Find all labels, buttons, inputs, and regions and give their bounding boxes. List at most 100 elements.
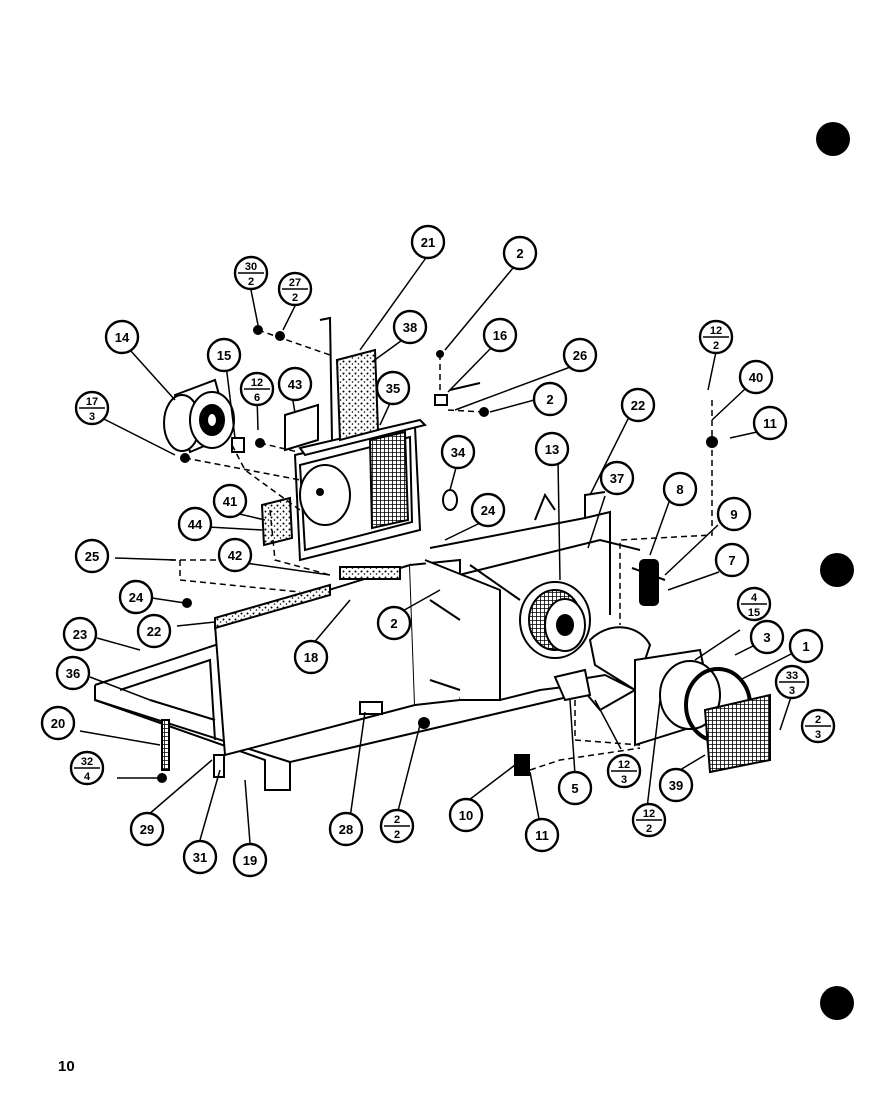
callout-label: 13 [545, 442, 559, 457]
callout-top-label: 12 [710, 325, 722, 337]
callout-19: 19 [232, 842, 268, 878]
callout-bottom-label: 2 [646, 823, 652, 835]
callout-22b: 22 [136, 613, 172, 649]
callout-14: 14 [104, 319, 140, 355]
callout-circle [74, 538, 110, 574]
callout-circle [376, 605, 412, 641]
callout-label: 10 [459, 808, 473, 823]
callout-circle [658, 767, 694, 803]
callout-circle [177, 506, 213, 542]
callout-circle [448, 797, 484, 833]
callout-10: 10 [448, 797, 484, 833]
callout-label: 21 [421, 235, 435, 250]
callout-label: 39 [669, 778, 683, 793]
punch-hole-middle [820, 553, 854, 587]
callout-bottom-label: 2 [292, 292, 298, 304]
callout-label: 7 [728, 553, 735, 568]
callout-3: 3 [749, 619, 785, 655]
callout-top-label: 12 [251, 377, 263, 389]
callout-top-label: 4 [751, 592, 758, 604]
callout-label: 34 [451, 445, 466, 460]
callout-bottom-label: 15 [748, 607, 760, 619]
callout-29: 29 [129, 811, 165, 847]
callout-label: 5 [571, 781, 578, 796]
blower-housing [573, 626, 721, 747]
callout-bottom-label: 2 [713, 340, 719, 352]
callout-bottom-label: 2 [394, 829, 400, 841]
callout-circle [217, 537, 253, 573]
callout-circle [182, 839, 218, 875]
callout-2-3: 23 [800, 708, 836, 744]
callout-label: 18 [304, 650, 318, 665]
partition-panel [213, 558, 501, 757]
callout-label: 3 [763, 630, 770, 645]
callout-12-2a: 122 [698, 319, 734, 355]
callout-28: 28 [328, 811, 364, 847]
callout-label: 20 [51, 716, 65, 731]
callout-circle [232, 842, 268, 878]
callout-circle [749, 619, 785, 655]
leader-lines [79, 254, 796, 844]
callout-27-2: 272 [277, 271, 313, 307]
assembly-guide-lines [170, 329, 713, 771]
callout-31: 31 [182, 839, 218, 875]
callout-circle [532, 381, 568, 417]
callout-top-label: 27 [289, 277, 301, 289]
callout-circle [129, 811, 165, 847]
callout-33-3: 333 [774, 664, 810, 700]
callout-circle [206, 337, 242, 373]
callout-bottom-label: 6 [254, 392, 260, 404]
air-filter [319, 316, 380, 442]
callout-label: 25 [85, 549, 99, 564]
callout-circle [482, 317, 518, 353]
callout-bottom-label: 3 [89, 411, 95, 423]
callout-circle [212, 483, 248, 519]
callout-circle [470, 492, 506, 528]
callout-circle [277, 366, 313, 402]
callout-circle [440, 434, 476, 470]
callout-circle [716, 496, 752, 532]
callout-36: 36 [55, 655, 91, 691]
callout-top-label: 12 [643, 808, 655, 820]
callout-bottom-label: 4 [84, 771, 91, 783]
callout-label: 14 [115, 330, 130, 345]
callout-17-3: 173 [74, 390, 110, 426]
callout-label: 2 [546, 392, 553, 407]
callout-circle [752, 405, 788, 441]
callout-9: 9 [716, 496, 752, 532]
callout-label: 40 [749, 370, 763, 385]
callout-44: 44 [177, 506, 213, 542]
callout-label: 24 [481, 503, 496, 518]
callout-circle [557, 770, 593, 806]
coil-assembly [293, 418, 427, 562]
callout-2-2: 22 [379, 808, 415, 844]
callout-top-label: 33 [786, 670, 798, 682]
callout-24a: 24 [470, 492, 506, 528]
callout-32-4: 324 [69, 750, 105, 786]
callout-label: 35 [386, 381, 400, 396]
callout-circle [714, 542, 750, 578]
callout-7: 7 [714, 542, 750, 578]
callout-circle [293, 639, 329, 675]
callout-26: 26 [562, 337, 598, 373]
callout-label: 9 [730, 507, 737, 522]
callout-label: 23 [73, 627, 87, 642]
callout-bottom-label: 3 [621, 774, 627, 786]
blower-wheel [519, 581, 591, 659]
front-grille [703, 693, 771, 774]
callout-circle [118, 579, 154, 615]
callout-30-2: 302 [233, 255, 269, 291]
callout-label: 26 [573, 348, 587, 363]
callout-circle [410, 224, 446, 260]
callout-23: 23 [62, 616, 98, 652]
callout-top-label: 17 [86, 396, 98, 408]
callout-label: 44 [188, 517, 203, 532]
callout-12-3: 123 [606, 753, 642, 789]
callout-circle [502, 235, 538, 271]
callout-42: 42 [217, 537, 253, 573]
callout-13: 13 [534, 431, 570, 467]
callout-label: 2 [390, 616, 397, 631]
callout-21: 21 [410, 224, 446, 260]
